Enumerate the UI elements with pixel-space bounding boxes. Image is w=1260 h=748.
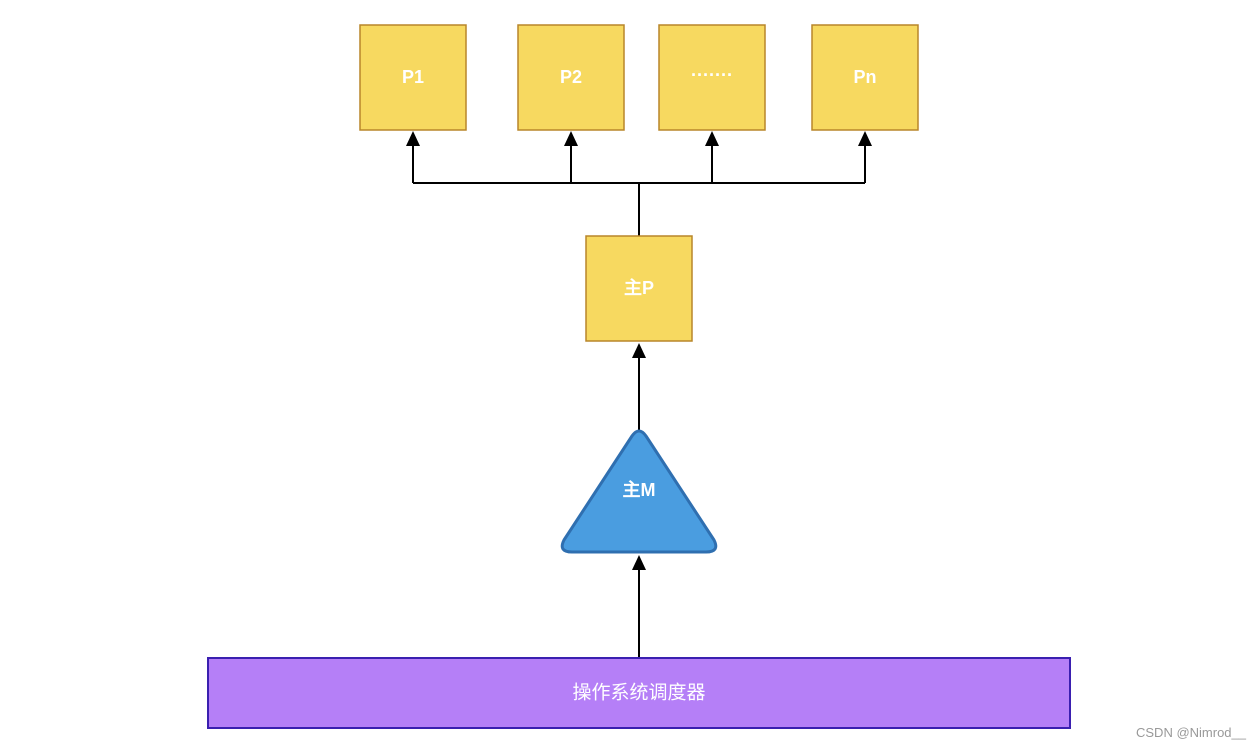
main-p-box: 主P bbox=[585, 235, 693, 342]
os-scheduler-label: 操作系统调度器 bbox=[572, 682, 705, 704]
main-m-triangle: 主M bbox=[560, 429, 718, 554]
processor-box-p1: P1 bbox=[359, 24, 467, 131]
processor-label-ellipsis: ······· bbox=[691, 65, 733, 85]
processor-box-p2: P2 bbox=[517, 24, 625, 131]
processor-label-pn: Pn bbox=[853, 67, 876, 87]
main-m-arrowhead bbox=[632, 555, 646, 570]
p1-arrowhead bbox=[406, 131, 420, 146]
main-m-label: 主M bbox=[623, 479, 656, 500]
main-p-label: 主P bbox=[624, 277, 654, 298]
pn-arrowhead bbox=[858, 131, 872, 146]
csdn-watermark: CSDN @Nimrod__ bbox=[1136, 725, 1246, 740]
processor-box-pn: Pn bbox=[811, 24, 919, 131]
os-scheduler-bar: 操作系统调度器 bbox=[207, 657, 1071, 729]
p2-arrowhead bbox=[564, 131, 578, 146]
processor-label-p2: P2 bbox=[560, 67, 582, 87]
processor-box-ellipsis: ······· bbox=[658, 24, 766, 131]
main-p-arrowhead bbox=[632, 343, 646, 358]
ellipsis-arrowhead bbox=[705, 131, 719, 146]
processor-label-p1: P1 bbox=[402, 67, 424, 87]
